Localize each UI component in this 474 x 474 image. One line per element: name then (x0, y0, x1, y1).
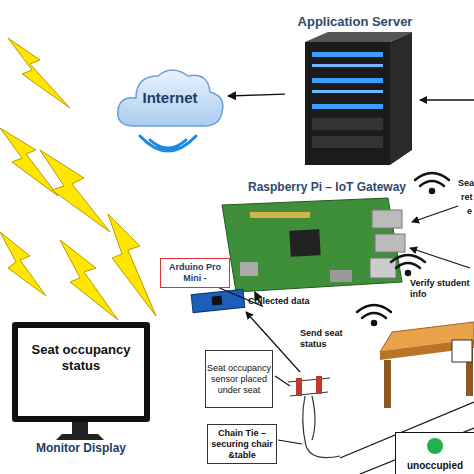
status-box: unoccupied (395, 432, 474, 474)
node-text: Chain Tie – securing chair &table (208, 428, 276, 461)
chain-tie-box: Chain Tie – securing chair &table (207, 424, 277, 464)
annotation-label: Sea (458, 178, 474, 189)
annotation-label: Verify student info (410, 278, 474, 300)
monitor-stand (56, 422, 104, 440)
wifi-symbol (140, 136, 196, 151)
cloud-node: Internet (112, 60, 228, 140)
node-text: Seat occupancy status (18, 342, 144, 374)
annotation-label: ret (461, 192, 474, 203)
arduino-board (191, 289, 245, 312)
node-text: Raspberry Pi – IoT Gateway (232, 180, 422, 194)
seat-arrow (412, 206, 458, 222)
lightning-bolts (0, 38, 156, 320)
sensor-illustration (275, 376, 340, 458)
wifi-symbols (357, 173, 449, 325)
node-text: Application Server (285, 14, 425, 29)
incoming-arrow (420, 99, 474, 100)
status-dot (426, 437, 444, 455)
node-text: unoccupied (407, 460, 463, 471)
sensor-box: Seat occupancy sensor placed under seat (205, 350, 273, 408)
node-text: Internet (142, 89, 197, 106)
monitor-display: Seat occupancy statusMonitor Display (12, 322, 150, 422)
server-illustration (305, 32, 412, 165)
table-illustration (380, 322, 474, 408)
connector-arrow (228, 94, 285, 96)
raspberry-pi-board (222, 198, 405, 292)
server-node: Application Server (285, 14, 425, 168)
node-caption: Monitor Display (4, 441, 158, 455)
edge-label: Collected data (248, 296, 310, 306)
node-text: Arduino Pro Mini - (161, 262, 229, 284)
gateway-node: Raspberry Pi – IoT Gateway (232, 180, 422, 292)
node-text: Seat occupancy sensor placed under seat (206, 363, 272, 396)
annotation-label: e (467, 206, 474, 217)
verify-arrow (410, 248, 470, 268)
annotation-label: Send seat status (300, 328, 350, 350)
microcontroller-box: Arduino Pro Mini - (160, 258, 230, 288)
floor-lines (340, 402, 474, 474)
